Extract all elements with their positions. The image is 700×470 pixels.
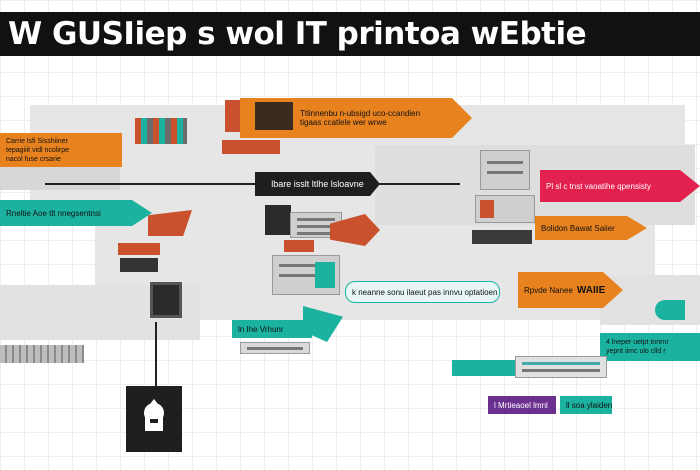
printer-machine-icon (272, 255, 340, 295)
page-title: W GUSIiep s wol IT printoa wEbtie (0, 12, 700, 56)
callout-teal-lower-left: ln Ihe Vrhunr (232, 320, 312, 338)
lock-icon (144, 399, 164, 431)
teal-card-bottom (452, 360, 516, 376)
callout-purple-bottom: l Mrtieaoel lmnl (488, 396, 556, 414)
panel-lower-right (600, 275, 700, 325)
dark-figure-icon (255, 102, 293, 130)
timeline-line (45, 183, 460, 185)
vertical-connector (155, 322, 157, 388)
pencils-icon (135, 118, 187, 144)
rust-strip-left (118, 243, 160, 255)
dark-keyboard-icon (472, 230, 532, 244)
dark-strip-left (120, 258, 158, 272)
small-device-lower (240, 342, 310, 354)
keyboard-icon-left (0, 345, 84, 363)
teal-fragment-right (655, 300, 685, 320)
computer-monitor-icon (480, 150, 530, 190)
callout-teal-bottom-small: ll soa ylaiden (560, 396, 612, 414)
dark-block-center (265, 205, 291, 235)
callout-teal-center: k neanne sonu ilaeut pas innvu optatioen (345, 281, 500, 303)
callout-red-right: Pl sl c tnst vaoatihe qpensisty (540, 170, 700, 202)
lock-icon-card (126, 386, 182, 452)
rust-tab-top (222, 140, 280, 154)
server-icon (475, 195, 535, 223)
callout-orange-right: Bolidon Bawat Saiier (535, 216, 647, 240)
callout-orange-overlay-text: WAIIE (576, 284, 606, 296)
callout-teal-bottom-right: 4 lneper uelpt tnnrnr yepnt iimc ulo cll… (600, 333, 700, 361)
timeline-label: lbare isslt ltlhe lsloavne (255, 172, 380, 196)
device-bottom-right (515, 356, 607, 378)
callout-orange-center-right-label: Rpvde Nanee (524, 285, 573, 295)
callout-orange-top-left: Carrie lsfi Sisshiiner tepagiiit vidl nc… (0, 133, 122, 167)
rust-tab-center (284, 240, 314, 252)
phone-icon (150, 282, 182, 318)
callout-teal-left: Rneltie Aoe tlt nnegsentnsi (0, 200, 152, 226)
callout-orange-center-right: Rpvde Nanee WAIIE (518, 272, 623, 308)
